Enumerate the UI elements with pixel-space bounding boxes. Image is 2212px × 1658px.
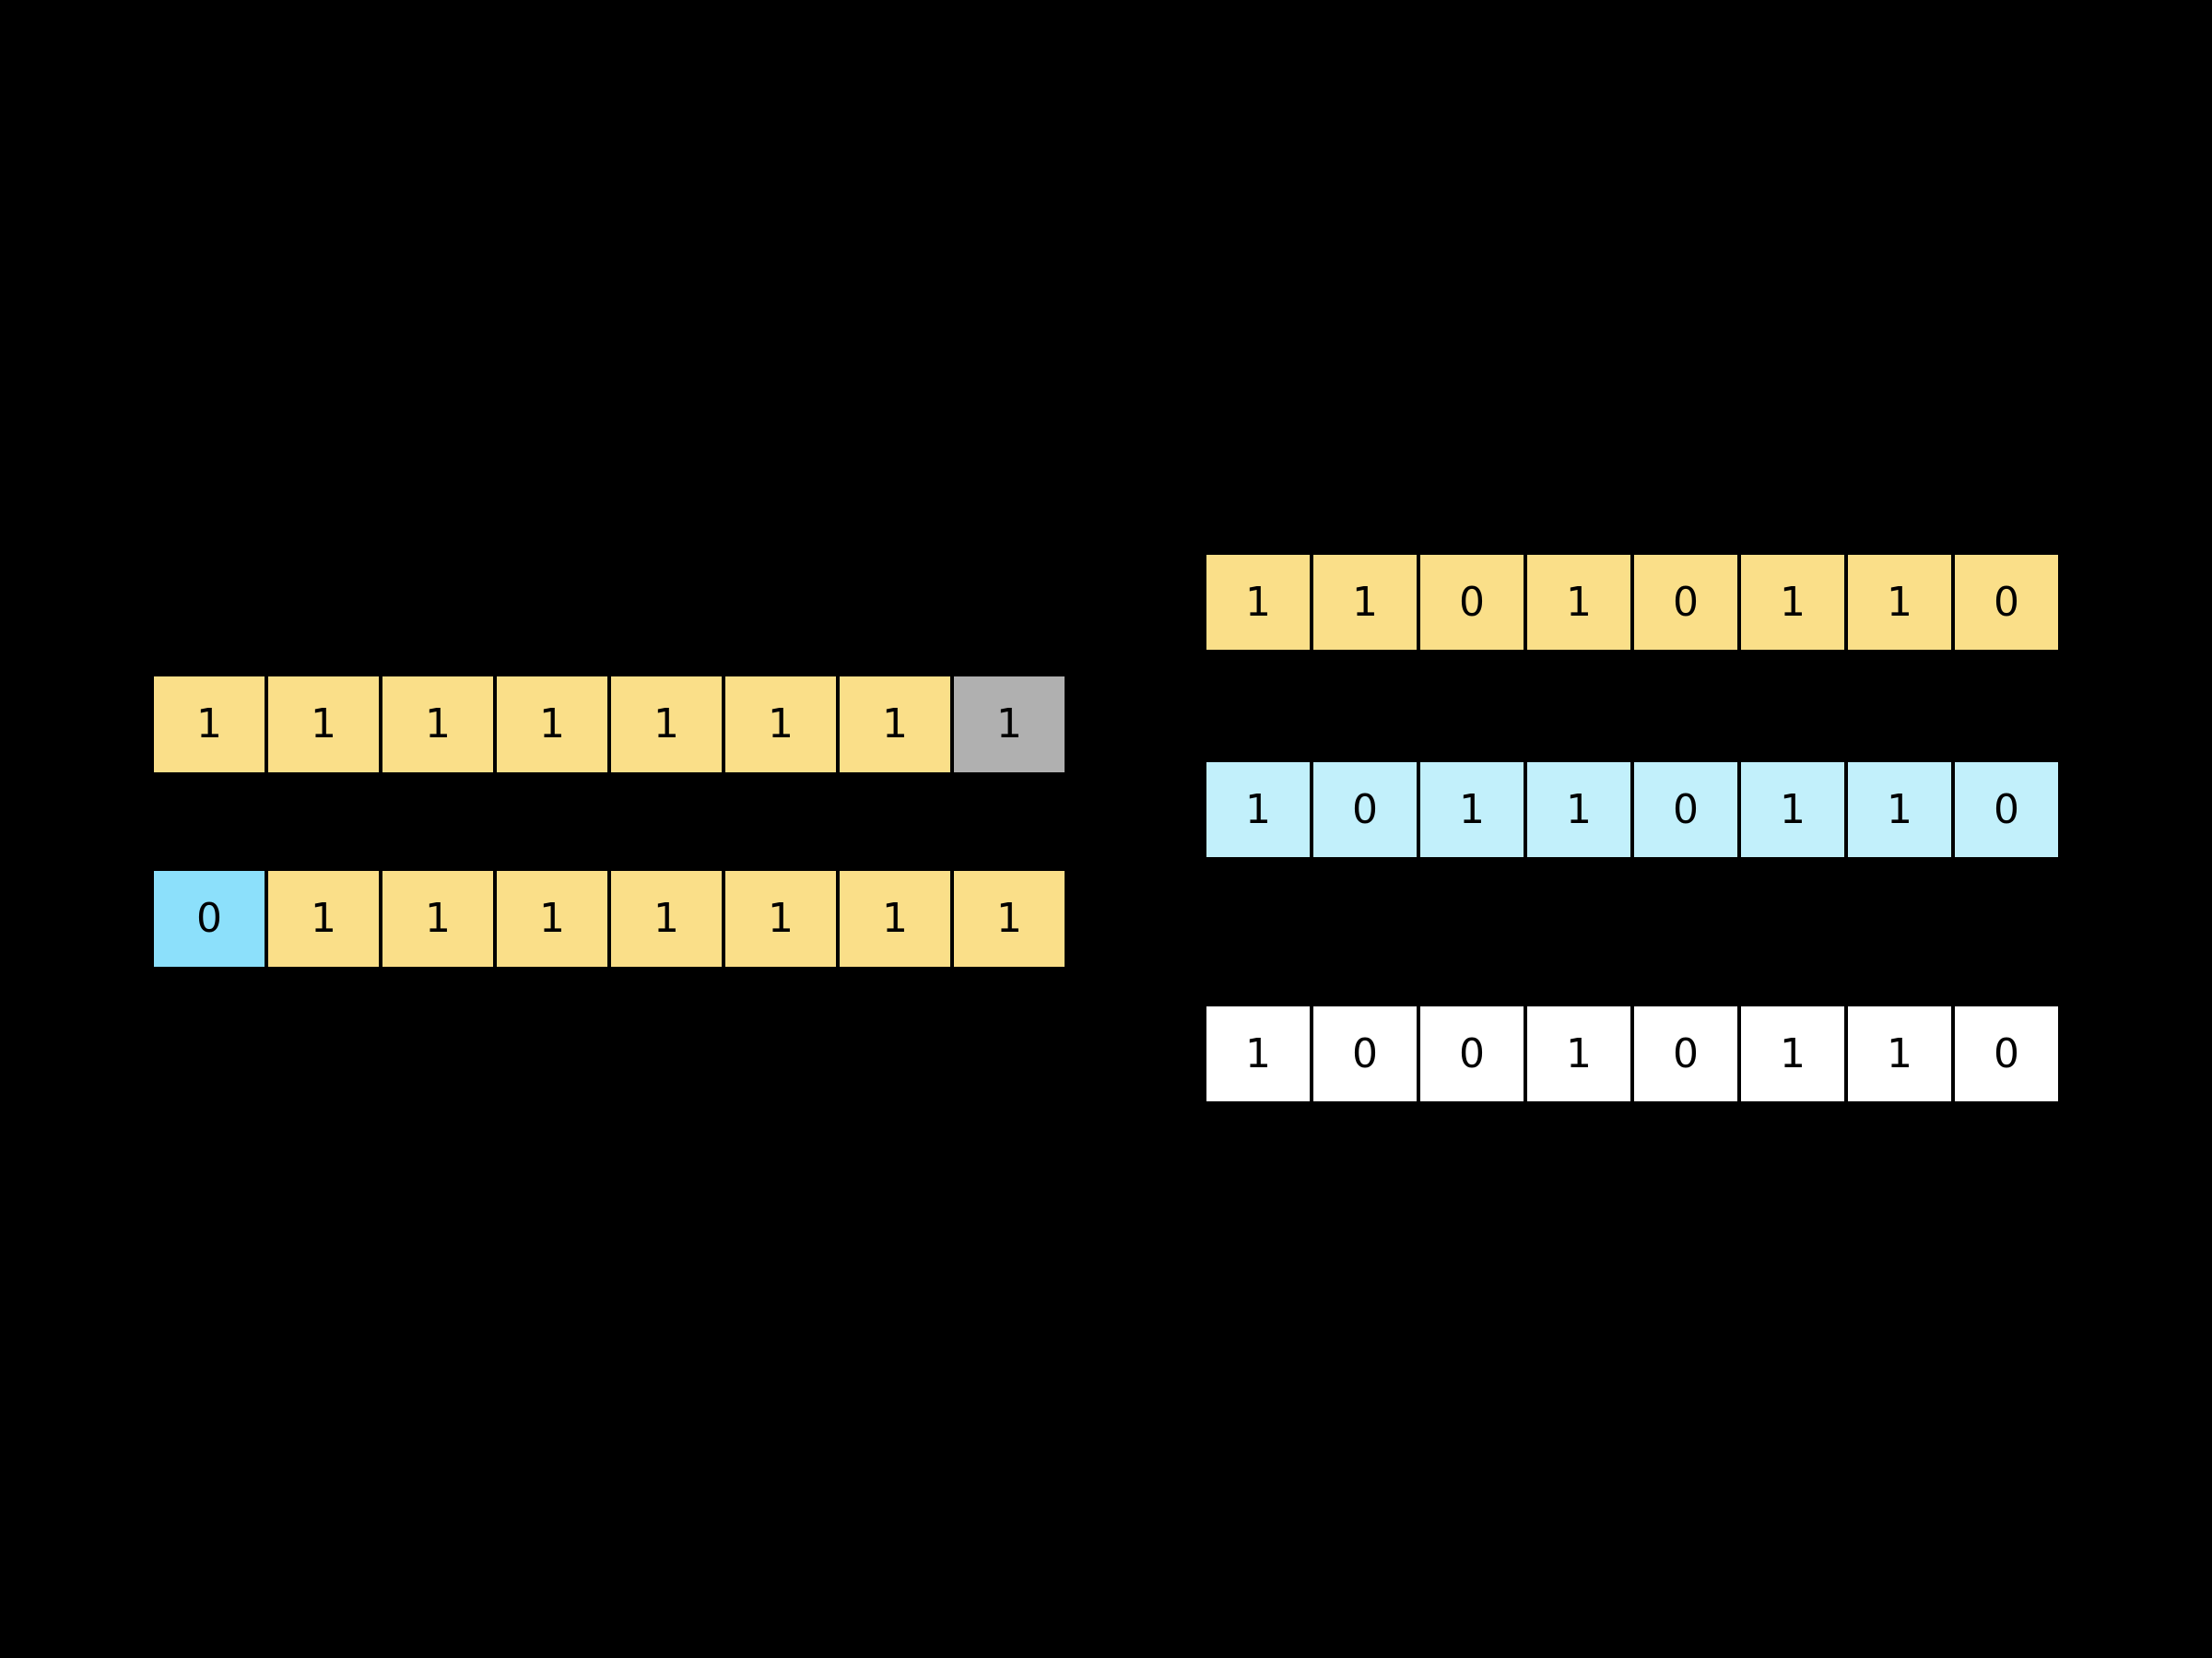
bit-cell[interactable]: 0 bbox=[1632, 1005, 1739, 1103]
bit-cell[interactable]: 1 bbox=[1846, 1005, 1953, 1103]
bit-cell[interactable]: 1 bbox=[609, 675, 724, 774]
bit-cell[interactable]: 0 bbox=[1312, 760, 1418, 859]
bit-cell[interactable]: 1 bbox=[1739, 760, 1846, 859]
bit-cell[interactable]: 0 bbox=[1953, 553, 2060, 652]
bit-cell[interactable]: 1 bbox=[1312, 553, 1418, 652]
bit-cell[interactable]: 0 bbox=[1632, 553, 1739, 652]
bit-cell[interactable]: 1 bbox=[724, 675, 838, 774]
bit-cell[interactable]: 1 bbox=[1205, 760, 1312, 859]
bit-cell[interactable]: 0 bbox=[1418, 1005, 1525, 1103]
bit-cell[interactable]: 1 bbox=[1846, 760, 1953, 859]
bit-cell[interactable]: 1 bbox=[1525, 1005, 1632, 1103]
bit-cell[interactable]: 1 bbox=[1525, 553, 1632, 652]
bit-cell[interactable]: 1 bbox=[724, 869, 838, 969]
bit-cell[interactable]: 1 bbox=[1525, 760, 1632, 859]
bit-cell[interactable]: 1 bbox=[1205, 1005, 1312, 1103]
bit-cell[interactable]: 1 bbox=[495, 675, 609, 774]
bit-cell[interactable]: 1 bbox=[1846, 553, 1953, 652]
bit-cell[interactable]: 0 bbox=[1418, 553, 1525, 652]
bit-cell[interactable]: 0 bbox=[1632, 760, 1739, 859]
bit-cell[interactable]: 1 bbox=[838, 869, 952, 969]
bit-cell[interactable]: 1 bbox=[952, 869, 1066, 969]
bit-cell[interactable]: 1 bbox=[609, 869, 724, 969]
bit-cell[interactable]: 1 bbox=[1739, 1005, 1846, 1103]
bit-cell[interactable]: 1 bbox=[1739, 553, 1846, 652]
bit-cell[interactable]: 1 bbox=[381, 869, 495, 969]
bit-cell[interactable]: 1 bbox=[266, 675, 381, 774]
bit-cell[interactable]: 1 bbox=[266, 869, 381, 969]
bit-cell[interactable]: 0 bbox=[1312, 1005, 1418, 1103]
bit-cell[interactable]: 1 bbox=[381, 675, 495, 774]
bit-cell[interactable]: 1 bbox=[1205, 553, 1312, 652]
bit-cell[interactable]: 0 bbox=[152, 869, 266, 969]
bit-cell[interactable]: 1 bbox=[952, 675, 1066, 774]
bit-cell[interactable]: 1 bbox=[1418, 760, 1525, 859]
bit-cell[interactable]: 0 bbox=[1953, 1005, 2060, 1103]
bit-cell[interactable]: 1 bbox=[152, 675, 266, 774]
bit-cell[interactable]: 1 bbox=[838, 675, 952, 774]
bit-cell[interactable]: 0 bbox=[1953, 760, 2060, 859]
bit-cell[interactable]: 1 bbox=[495, 869, 609, 969]
